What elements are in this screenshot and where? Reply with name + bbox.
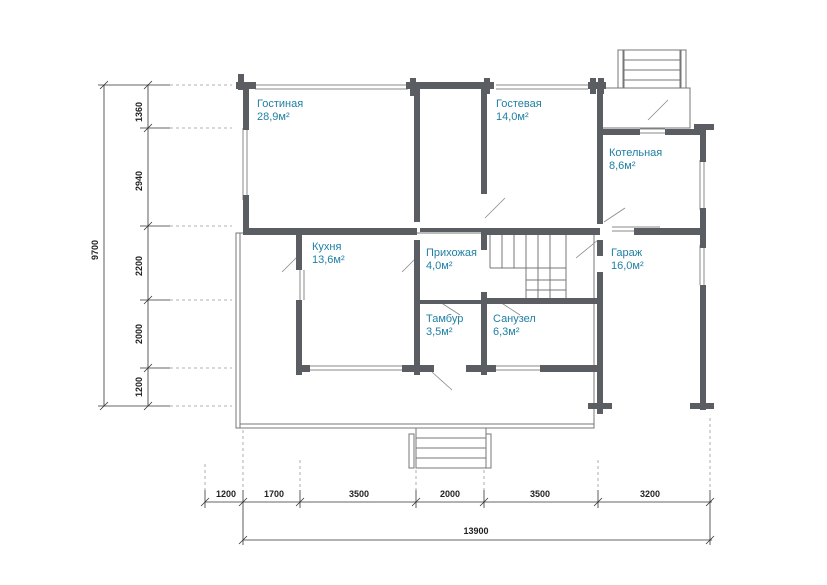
room-guest-area: 14,0м² <box>496 111 529 123</box>
hdim-3: 3500 <box>349 489 369 499</box>
vdim-5: 1200 <box>134 377 144 397</box>
room-living-area: 28,9м² <box>257 111 290 123</box>
vdim-2: 2940 <box>134 171 144 191</box>
windows <box>242 84 705 371</box>
entrance-steps <box>408 427 492 469</box>
room-kitchen-area: 13,6м² <box>312 254 345 266</box>
walls <box>236 74 714 414</box>
hdim-4: 2000 <box>440 489 460 499</box>
vertical-dimensions: 1360 2940 2200 2000 1200 9700 <box>90 80 232 411</box>
door-swings <box>281 99 669 391</box>
horizontal-dimensions: 1200 1700 3500 2000 3500 3200 13900 <box>200 418 715 545</box>
hdim-5: 3500 <box>530 489 550 499</box>
room-hall-name: Прихожая <box>426 247 477 259</box>
room-kitchen-name: Кухня <box>312 241 341 253</box>
vdim-4: 2000 <box>134 324 144 344</box>
room-boiler-area: 8,6м² <box>609 160 636 172</box>
vdim-1: 1360 <box>134 102 144 122</box>
staircase <box>489 234 567 300</box>
room-bathroom-name: Санузел <box>493 313 536 325</box>
boiler-steps <box>599 49 691 129</box>
room-boiler-name: Котельная <box>609 147 662 159</box>
room-living-name: Гостиная <box>257 98 303 110</box>
hdim-total: 13900 <box>463 526 488 536</box>
room-garage-name: Гараж <box>611 247 643 259</box>
vdim-total: 9700 <box>90 240 100 260</box>
room-labels: Гостиная 28,9м² Гостевая 14,0м² Котельна… <box>257 98 662 338</box>
vdim-3: 2200 <box>134 256 144 276</box>
room-bathroom-area: 6,3м² <box>493 326 520 338</box>
room-vestibule-name: Тамбур <box>426 313 463 325</box>
hdim-6: 3200 <box>640 489 660 499</box>
room-hall-area: 4,0м² <box>426 260 453 272</box>
room-garage-area: 16,0м² <box>611 260 644 272</box>
hdim-1: 1200 <box>216 489 236 499</box>
hdim-2: 1700 <box>264 489 284 499</box>
room-guest-name: Гостевая <box>496 98 542 110</box>
room-vestibule-area: 3,5м² <box>426 326 453 338</box>
